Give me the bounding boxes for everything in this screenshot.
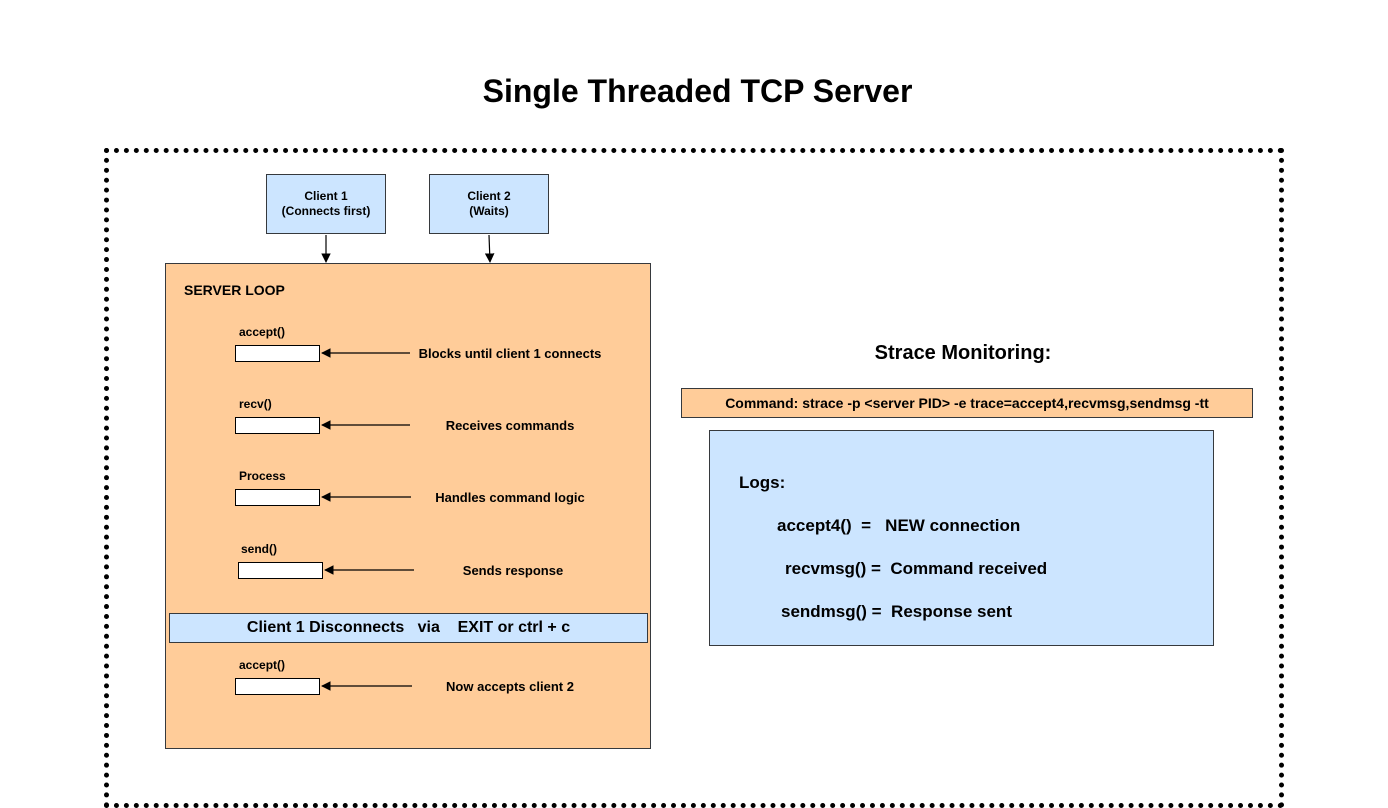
step-send-box <box>238 562 323 579</box>
step-accept-label: accept() <box>239 325 286 339</box>
step-process-box <box>235 489 320 506</box>
server-loop-title: SERVER LOOP <box>184 282 285 298</box>
final-accept-box <box>235 678 320 695</box>
client-1-name: Client 1 <box>304 189 348 203</box>
client-1-box: Client 1 (Connects first) <box>266 174 386 234</box>
strace-title: Strace Monitoring: <box>874 342 1052 364</box>
step-recv-label: recv() <box>239 397 272 411</box>
step-recv-description: Receives commands <box>445 418 575 433</box>
step-recv-box <box>235 417 320 434</box>
diagram-title: Single Threaded TCP Server <box>482 73 913 109</box>
step-accept-description: Blocks until client 1 connects <box>418 346 602 361</box>
client-1-note: (Connects first) <box>281 204 371 218</box>
step-process-description: Handles command logic <box>435 490 585 505</box>
final-accept-label: accept() <box>239 658 286 672</box>
log-line-accept4: accept4() = NEW connection <box>777 516 1021 535</box>
step-send-description: Sends response <box>462 563 564 578</box>
client-2-box: Client 2 (Waits) <box>429 174 549 234</box>
final-accept-description: Now accepts client 2 <box>446 679 574 694</box>
client-2-note: (Waits) <box>469 204 509 218</box>
strace-logs-title: Logs: <box>739 473 786 492</box>
server-loop-box <box>165 263 651 749</box>
client-1-disconnect-banner: Client 1 Disconnects via EXIT or ctrl + … <box>169 613 648 643</box>
strace-logs-box <box>709 430 1214 646</box>
step-send-label: send() <box>241 542 277 556</box>
step-process-label: Process <box>239 469 286 483</box>
strace-command: Command: strace -p <server PID> -e trace… <box>681 388 1253 418</box>
client-2-name: Client 2 <box>467 189 511 203</box>
log-line-sendmsg: sendmsg() = Response sent <box>781 602 1012 621</box>
step-accept-box <box>235 345 320 362</box>
log-line-recvmsg: recvmsg() = Command received <box>785 559 1048 578</box>
